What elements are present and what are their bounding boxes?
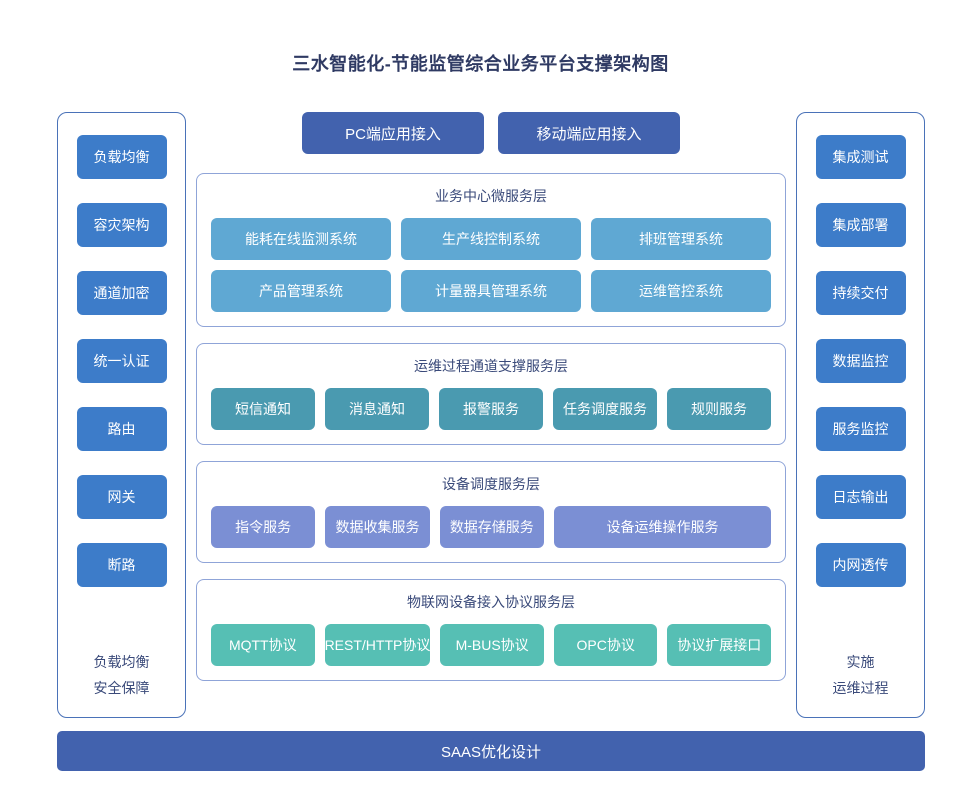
- chip-task-scheduling-service[interactable]: 任务调度服务: [553, 388, 657, 430]
- iot-layer-title: 物联网设备接入协议服务层: [407, 594, 575, 610]
- left-panel-item-circuit-breaker[interactable]: 断路: [76, 543, 167, 587]
- chip-production-line-control-system[interactable]: 生产线控制系统: [401, 218, 581, 260]
- left-panel-item-unified-auth[interactable]: 统一认证: [76, 339, 167, 383]
- right-panel-item-intranet-passthrough[interactable]: 内网透传: [815, 543, 906, 587]
- left-panel-footer-line2: 安全保障: [93, 680, 150, 696]
- left-panel-footer-line1: 负载均衡: [93, 654, 150, 670]
- chip-message-notification[interactable]: 消息通知: [325, 388, 429, 430]
- right-panel-item-integration-test[interactable]: 集成测试: [815, 135, 906, 179]
- right-panel-item-integration-deploy[interactable]: 集成部署: [815, 203, 906, 247]
- right-panel-item-data-monitoring[interactable]: 数据监控: [815, 339, 906, 383]
- right-panel-footer: 实施 运维过程: [833, 643, 889, 701]
- left-panel-item-load-balance[interactable]: 负载均衡: [76, 135, 167, 179]
- left-panel-item-channel-encryption[interactable]: 通道加密: [76, 271, 167, 315]
- access-row: PC端应用接入 移动端应用接入: [196, 112, 786, 154]
- chip-alarm-service[interactable]: 报警服务: [439, 388, 543, 430]
- chip-shift-management-system[interactable]: 排班管理系统: [591, 218, 771, 260]
- right-panel-footer-line1: 实施: [846, 654, 875, 670]
- left-panel-item-gateway[interactable]: 网关: [76, 475, 167, 519]
- chip-mbus-protocol[interactable]: M-BUS协议: [440, 624, 544, 666]
- device-scheduling-layer: 设备调度服务层 指令服务 数据收集服务 数据存储服务 设备运维操作服务: [196, 461, 786, 563]
- ops-layer-title: 运维过程通道支撑服务层: [414, 358, 568, 374]
- right-panel-footer-line2: 运维过程: [832, 680, 889, 696]
- diagram-body: 负载均衡 容灾架构 通道加密 统一认证 路由 网关 断路 负载均衡 安全保障 P…: [57, 112, 925, 718]
- right-panel-item-continuous-delivery[interactable]: 持续交付: [815, 271, 906, 315]
- business-layer-row-2: 产品管理系统 计量器具管理系统 运维管控系统: [211, 270, 771, 312]
- chip-product-management-system[interactable]: 产品管理系统: [211, 270, 391, 312]
- left-panel: 负载均衡 容灾架构 通道加密 统一认证 路由 网关 断路 负载均衡 安全保障: [57, 112, 186, 718]
- chip-energy-monitoring-system[interactable]: 能耗在线监测系统: [211, 218, 391, 260]
- chip-protocol-extension-interface[interactable]: 协议扩展接口: [667, 624, 772, 666]
- device-layer-title: 设备调度服务层: [442, 476, 540, 492]
- chip-device-ops-operation-service[interactable]: 设备运维操作服务: [553, 506, 771, 548]
- chip-rule-service[interactable]: 规则服务: [667, 388, 771, 430]
- right-panel-item-log-output[interactable]: 日志输出: [815, 475, 906, 519]
- left-panel-item-routing[interactable]: 路由: [76, 407, 167, 451]
- page-title: 三水智能化-节能监管综合业务平台支撑架构图: [292, 54, 669, 74]
- right-panel-item-service-monitoring[interactable]: 服务监控: [815, 407, 906, 451]
- chip-command-service[interactable]: 指令服务: [211, 506, 316, 548]
- left-panel-item-disaster-recovery[interactable]: 容灾架构: [76, 203, 167, 247]
- chip-metering-device-management-system[interactable]: 计量器具管理系统: [401, 270, 581, 312]
- pc-access-button[interactable]: PC端应用接入: [302, 112, 484, 154]
- business-layer-row-1: 能耗在线监测系统 生产线控制系统 排班管理系统: [211, 218, 771, 260]
- right-panel: 集成测试 集成部署 持续交付 数据监控 服务监控 日志输出 内网透传 实施 运维…: [796, 112, 925, 718]
- ops-layer-row: 短信通知 消息通知 报警服务 任务调度服务 规则服务: [211, 388, 771, 430]
- chip-sms-notification[interactable]: 短信通知: [211, 388, 315, 430]
- chip-rest-http-protocol[interactable]: REST/HTTP协议: [324, 624, 431, 666]
- chip-mqtt-protocol[interactable]: MQTT协议: [211, 624, 315, 666]
- mobile-access-button[interactable]: 移动端应用接入: [498, 112, 680, 154]
- iot-protocol-layer: 物联网设备接入协议服务层 MQTT协议 REST/HTTP协议 M-BUS协议 …: [196, 579, 786, 681]
- chip-opc-protocol[interactable]: OPC协议: [553, 624, 658, 666]
- saas-optimization-bar[interactable]: SAAS优化设计: [57, 731, 925, 771]
- center-column: PC端应用接入 移动端应用接入 业务中心微服务层 能耗在线监测系统 生产线控制系…: [196, 112, 786, 718]
- iot-layer-row: MQTT协议 REST/HTTP协议 M-BUS协议 OPC协议 协议扩展接口: [211, 624, 772, 666]
- ops-channel-support-layer: 运维过程通道支撑服务层 短信通知 消息通知 报警服务 任务调度服务 规则服务: [196, 343, 786, 445]
- chip-ops-control-system[interactable]: 运维管控系统: [591, 270, 771, 312]
- left-panel-footer: 负载均衡 安全保障: [94, 643, 150, 701]
- chip-data-storage-service[interactable]: 数据存储服务: [439, 506, 544, 548]
- device-layer-row: 指令服务 数据收集服务 数据存储服务 设备运维操作服务: [211, 506, 771, 548]
- business-microservice-layer: 业务中心微服务层 能耗在线监测系统 生产线控制系统 排班管理系统 产品管理系统 …: [196, 173, 786, 327]
- chip-data-collection-service[interactable]: 数据收集服务: [325, 506, 430, 548]
- business-layer-title: 业务中心微服务层: [435, 188, 547, 204]
